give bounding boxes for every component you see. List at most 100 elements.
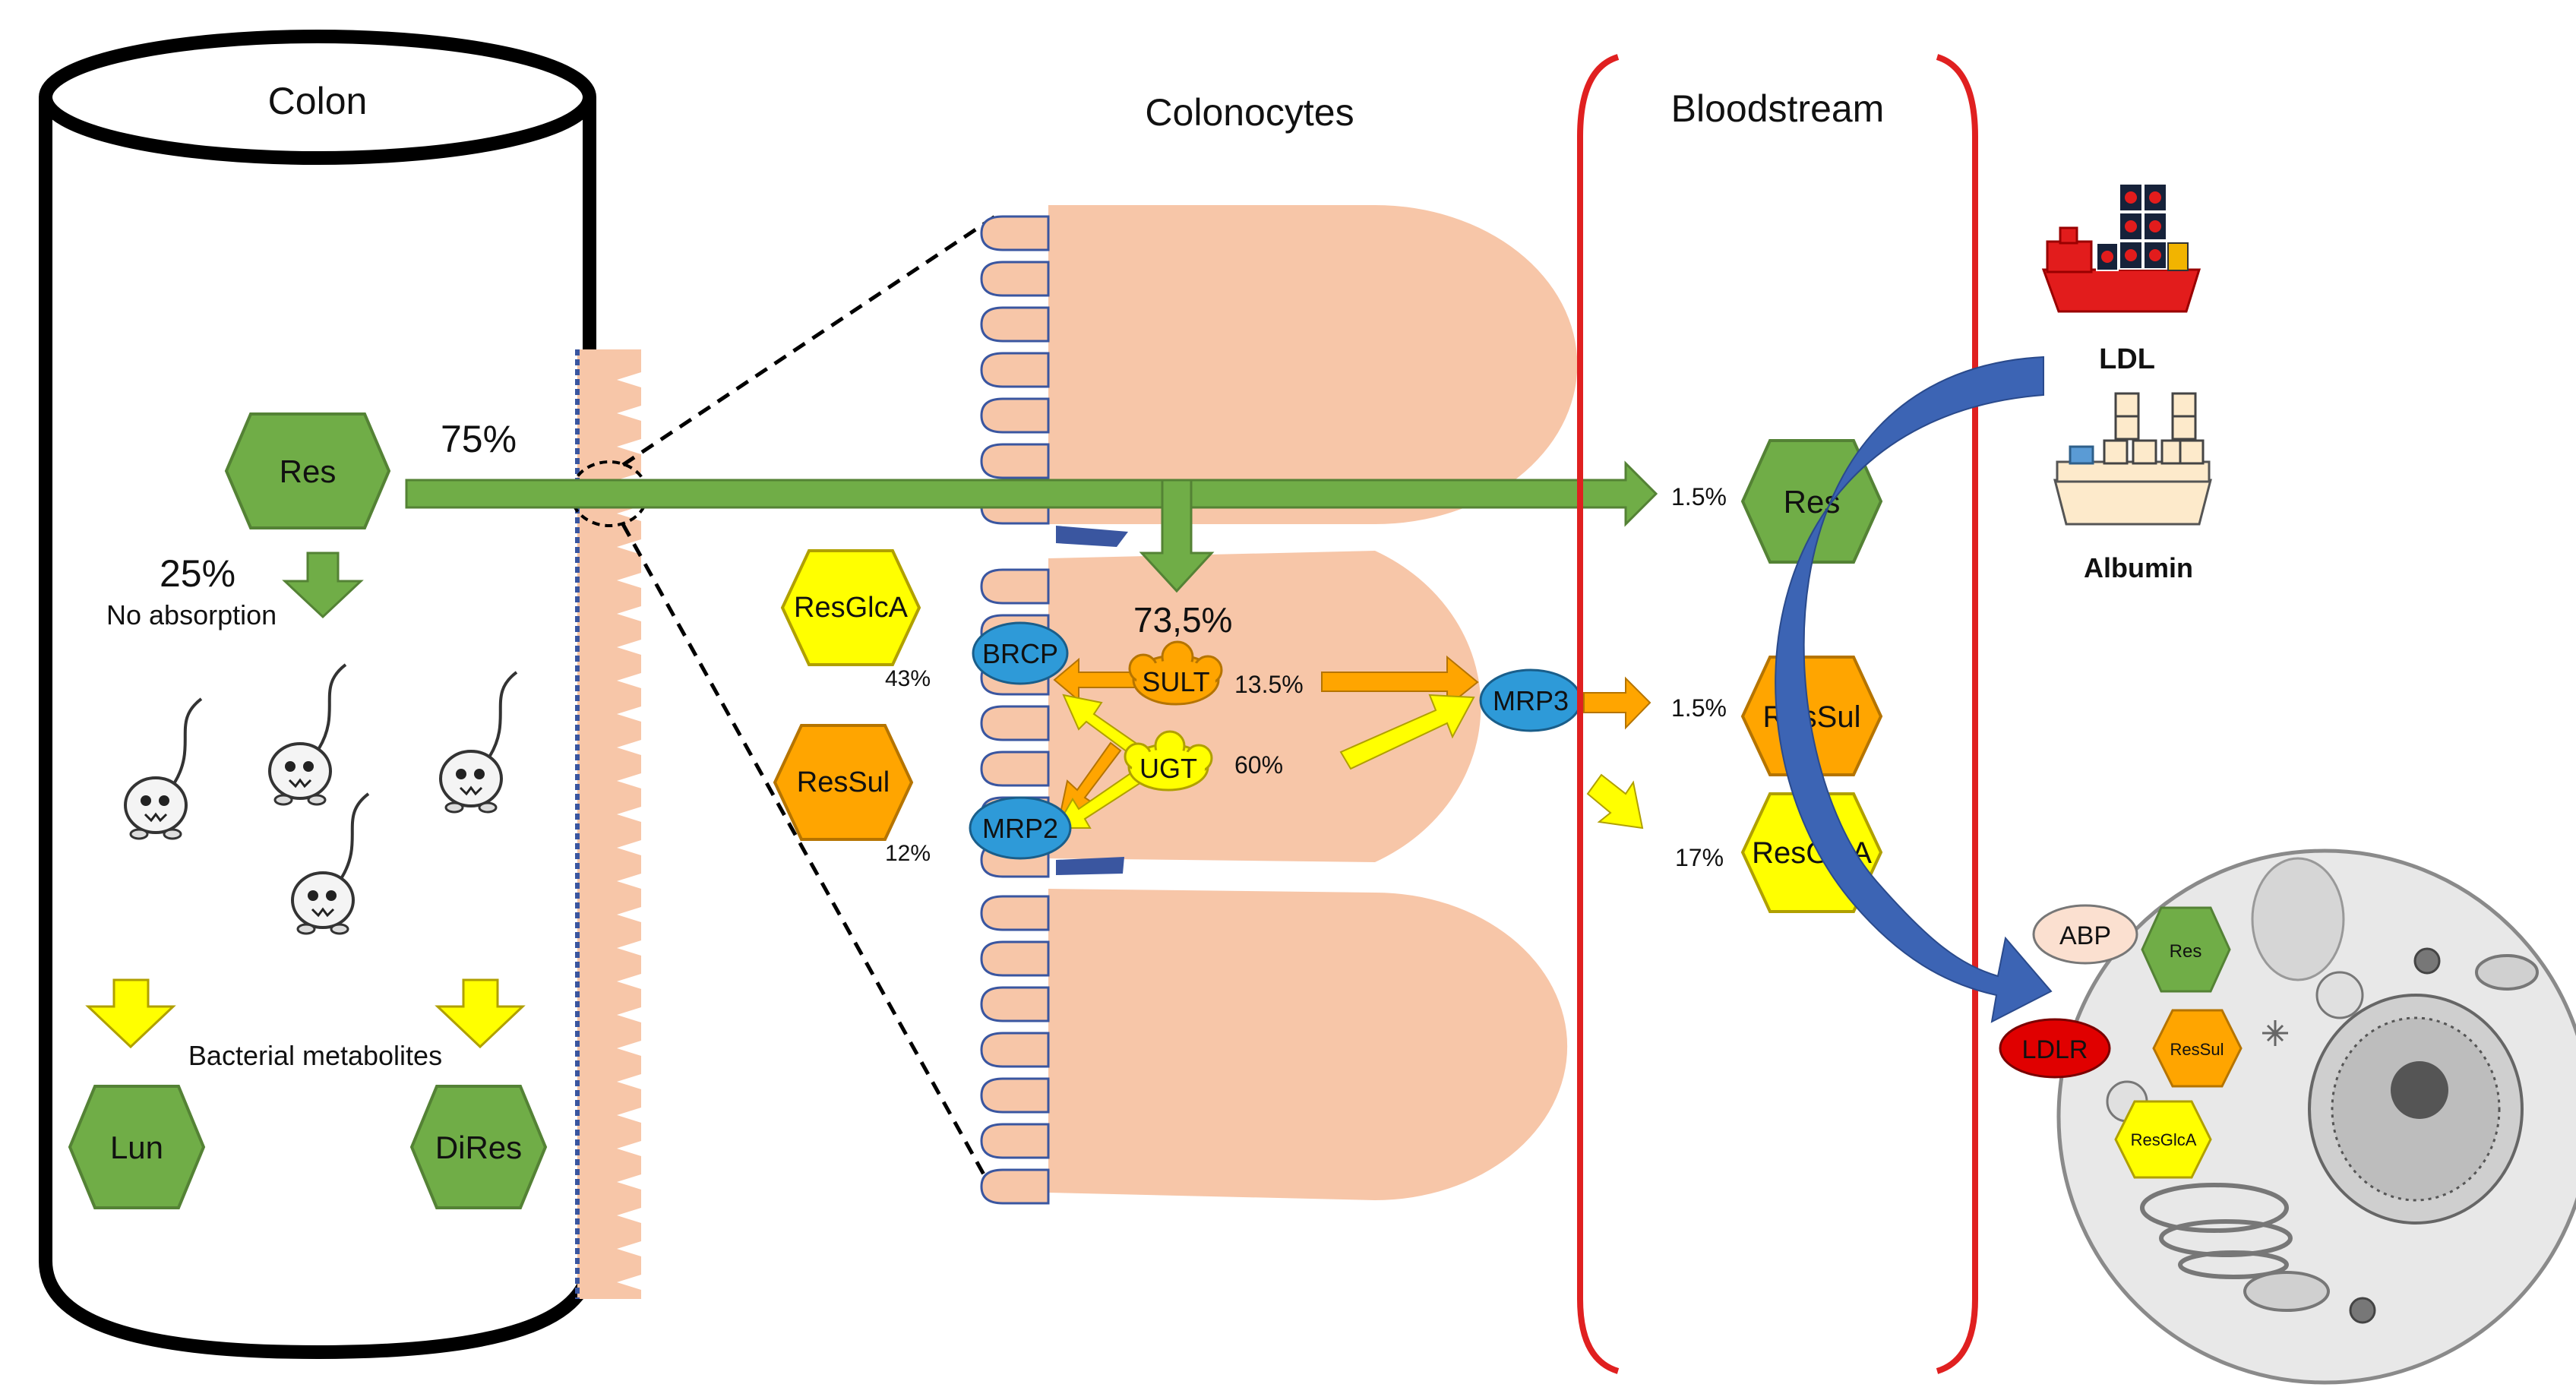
microvillus: [980, 1123, 1050, 1159]
wall-notch: [617, 1208, 641, 1223]
blood-resglca-percentage: 17%: [1675, 844, 1724, 871]
wall-notch: [617, 840, 641, 855]
bacterium-icon: [124, 697, 203, 840]
efflux-ressul-percentage: 12%: [885, 841, 931, 866]
no-absorption-arrow: [282, 551, 364, 619]
wall-notch: [617, 807, 641, 822]
cell-resglca-hexagon: [2114, 1100, 2212, 1179]
microvillus: [980, 895, 1050, 931]
bacterium-icon: [291, 792, 370, 935]
ugt-percentage: 60%: [1234, 751, 1283, 779]
microvillus: [980, 940, 1050, 977]
cell-ressul-label: ResSul: [2170, 1040, 2224, 1059]
wall-notch: [617, 1275, 641, 1290]
lun-hexagon: [68, 1085, 206, 1209]
microvillus: [980, 1077, 1050, 1114]
wall-notch: [617, 673, 641, 688]
ldlr-receptor: [1999, 1018, 2111, 1079]
brcp-transporter: [972, 621, 1069, 685]
wall-notch: [617, 740, 641, 755]
abp-label: ABP: [2059, 921, 2111, 950]
wall-notch: [617, 940, 641, 956]
wall-notch: [617, 907, 641, 922]
colon-res-hexagon: [224, 412, 391, 529]
wall-notch: [617, 539, 641, 555]
res-absorption-arrow: [405, 460, 1658, 527]
mrp3-to-blood-arrow: [1583, 676, 1651, 730]
dires-hexagon: [409, 1085, 548, 1209]
microvillus: [980, 261, 1050, 297]
albumin-label: Albumin: [2084, 552, 2193, 583]
blood-res-percentage: 1.5%: [1671, 483, 1727, 510]
microvilli-brush-border: [980, 215, 1050, 1205]
ldl-label: LDL: [2099, 343, 2155, 375]
wall-notch: [617, 1074, 641, 1089]
wall-notch: [617, 573, 641, 588]
ldlr-label: LDLR: [2022, 1035, 2088, 1064]
efflux-resglca-percentage: 43%: [885, 666, 931, 691]
mrp3-label: MRP3: [1493, 685, 1569, 716]
bloodstream-bracket-right: [1936, 54, 1978, 1374]
sult-label: SULT: [1142, 666, 1209, 697]
wall-notch: [617, 1007, 641, 1022]
metabolism-arrow: [1139, 479, 1215, 593]
wall-notch: [617, 372, 641, 387]
ugt-enzyme-cloud: [1124, 730, 1213, 792]
microvillus: [980, 397, 1050, 434]
wall-notch: [617, 874, 641, 889]
wall-notch: [617, 1141, 641, 1156]
ugt-label: UGT: [1139, 753, 1197, 784]
bacterial-arrow-left: [85, 978, 176, 1049]
no-absorption-label: No absorption: [106, 599, 277, 630]
wall-notch: [617, 1241, 641, 1256]
bacterium-icon: [439, 671, 518, 814]
wall-notch: [617, 406, 641, 421]
microvillus: [980, 751, 1050, 787]
microvillus: [980, 306, 1050, 343]
albumin-ship-icon: [2053, 392, 2212, 526]
bloodstream-label: Bloodstream: [1671, 87, 1885, 130]
wall-notch: [617, 1174, 641, 1190]
efflux-ressul-label: ResSul: [797, 766, 890, 798]
blood-ressul-percentage: 1.5%: [1671, 694, 1727, 722]
abp-protein: [2032, 904, 2138, 965]
wall-notch: [617, 640, 641, 655]
microvillus: [980, 1032, 1050, 1068]
microvillus: [980, 1168, 1050, 1205]
wall-notch: [617, 606, 641, 621]
absorbed-percentage: 75%: [441, 418, 517, 460]
bacterium-icon: [268, 663, 347, 806]
enzyme-flow-arrows: [1053, 655, 1479, 829]
cell-res-label: Res: [2170, 941, 2202, 962]
efflux-resglca-label: ResGlcA: [794, 592, 909, 624]
wall-notch: [617, 773, 641, 788]
sult-enzyme-cloud: [1128, 640, 1223, 706]
brcp-label: BRCP: [982, 638, 1058, 669]
dires-label: DiRes: [435, 1130, 522, 1165]
bacteria-group: [124, 663, 518, 935]
bacterial-metabolites-label: Bacterial metabolites: [188, 1040, 442, 1071]
not-absorbed-percentage: 25%: [160, 552, 235, 595]
microvillus: [980, 352, 1050, 388]
zoom-line-top: [621, 214, 997, 467]
ldl-ship-icon: [2041, 183, 2201, 313]
lun-label: Lun: [110, 1130, 163, 1165]
wall-notch: [617, 1108, 641, 1123]
microvillus: [980, 443, 1050, 479]
bloodstream-bracket-left: [1577, 54, 1620, 1374]
colon-cylinder: [39, 30, 596, 1360]
microvillus: [980, 568, 1050, 605]
sult-percentage: 13.5%: [1234, 671, 1304, 698]
bacterial-arrow-right: [435, 978, 526, 1049]
cell-res-hexagon: [2141, 906, 2231, 993]
cell-ressul-hexagon: [2152, 1009, 2243, 1088]
colonocytes-label: Colonocytes: [1145, 91, 1354, 134]
colon-label: Colon: [268, 80, 368, 122]
mrp2-transporter: [969, 796, 1072, 860]
wall-notch: [617, 1041, 641, 1056]
microvillus: [980, 986, 1050, 1022]
wall-notch: [617, 974, 641, 989]
wall-notch: [617, 706, 641, 722]
